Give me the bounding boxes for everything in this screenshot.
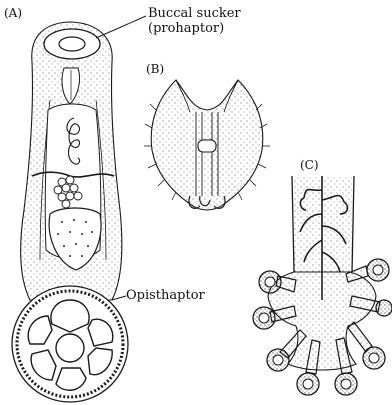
buccal-leader [96,16,146,38]
panel-a-label: (A) [4,6,22,20]
panel-a-worm [12,16,146,402]
opisthaptor-label: Opisthaptor [126,288,205,303]
buccal-sucker-label: Buccal sucker (prohaptor) [148,6,241,36]
panel-c-label: (C) [300,158,319,172]
buccal-sucker-opening [59,37,85,51]
panel-b-anterior [144,80,270,210]
panel-c-opisthaptor [253,176,392,395]
buccal-label-line2: (prohaptor) [148,21,241,36]
buccal-label-line1: Buccal sucker [148,6,241,21]
panel-b-label: (B) [146,62,164,76]
central-bulb [198,140,216,152]
